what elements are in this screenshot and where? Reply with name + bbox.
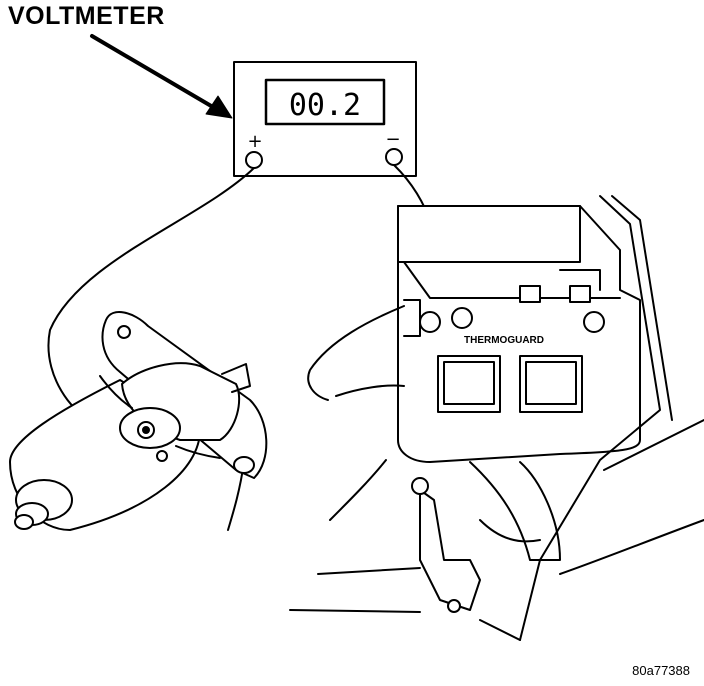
figure-id: 80a77388: [632, 663, 690, 678]
battery-positive-post: [583, 311, 605, 333]
vehicle-body-outline: [289, 195, 704, 641]
negative-terminal: [385, 148, 403, 166]
battery-assembly: THERMOGUARD: [307, 205, 641, 521]
positive-terminal: [245, 151, 263, 169]
starter-motor: [9, 311, 268, 531]
voltmeter-callout-label: VOLTMETER: [8, 2, 165, 30]
thermoguard-label: THERMOGUARD: [464, 335, 544, 346]
battery-cable: [307, 305, 405, 401]
callout-arrow: [90, 34, 233, 119]
voltmeter: 00.2 + −: [233, 61, 417, 177]
battery-negative-post: [419, 311, 441, 333]
voltmeter-display: [264, 78, 386, 126]
battery-vent-cap: [451, 307, 473, 329]
voltmeter-reading: 00.2: [289, 88, 361, 123]
negative-terminal-label: −: [385, 129, 400, 150]
mounting-bracket: [411, 461, 561, 613]
positive-terminal-label: +: [247, 131, 262, 152]
battery-case: [397, 205, 641, 463]
